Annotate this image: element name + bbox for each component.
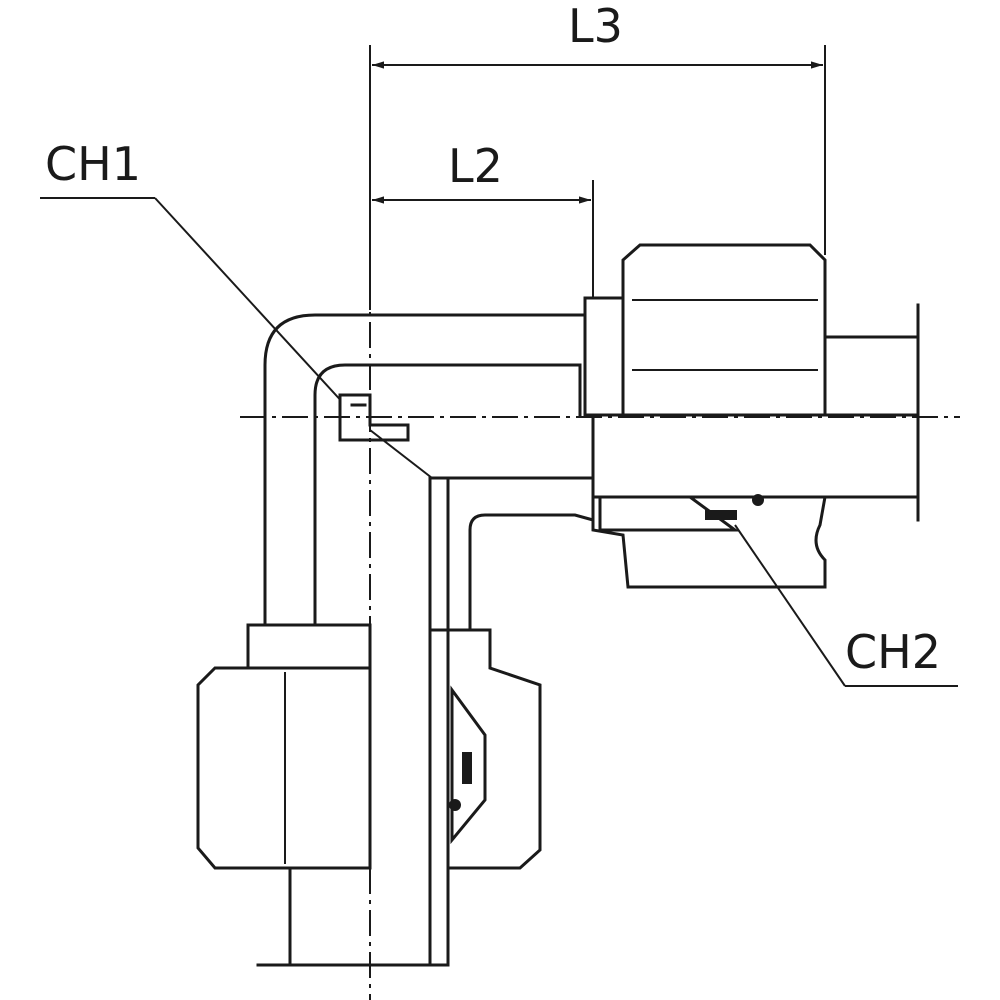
ch2-label: CH2	[845, 625, 941, 679]
elbow-body	[263, 313, 587, 637]
right-nut-section	[591, 494, 827, 589]
bottom-connection	[246, 623, 450, 967]
right-connection	[583, 296, 920, 522]
l3-label: L3	[568, 0, 623, 53]
center-lines	[240, 280, 960, 1000]
dimension-l2: L2	[372, 139, 594, 300]
ch1-leader: CH1	[40, 137, 346, 406]
right-nut	[621, 243, 827, 417]
l2-label: L2	[448, 139, 503, 193]
corner-detail	[338, 393, 433, 479]
bottom-nut	[196, 666, 372, 870]
dimension-l3: L3	[369, 0, 826, 310]
bottom-nut-section	[446, 628, 542, 870]
ch2-leader: CH2	[734, 524, 958, 687]
ch1-label: CH1	[45, 137, 141, 191]
